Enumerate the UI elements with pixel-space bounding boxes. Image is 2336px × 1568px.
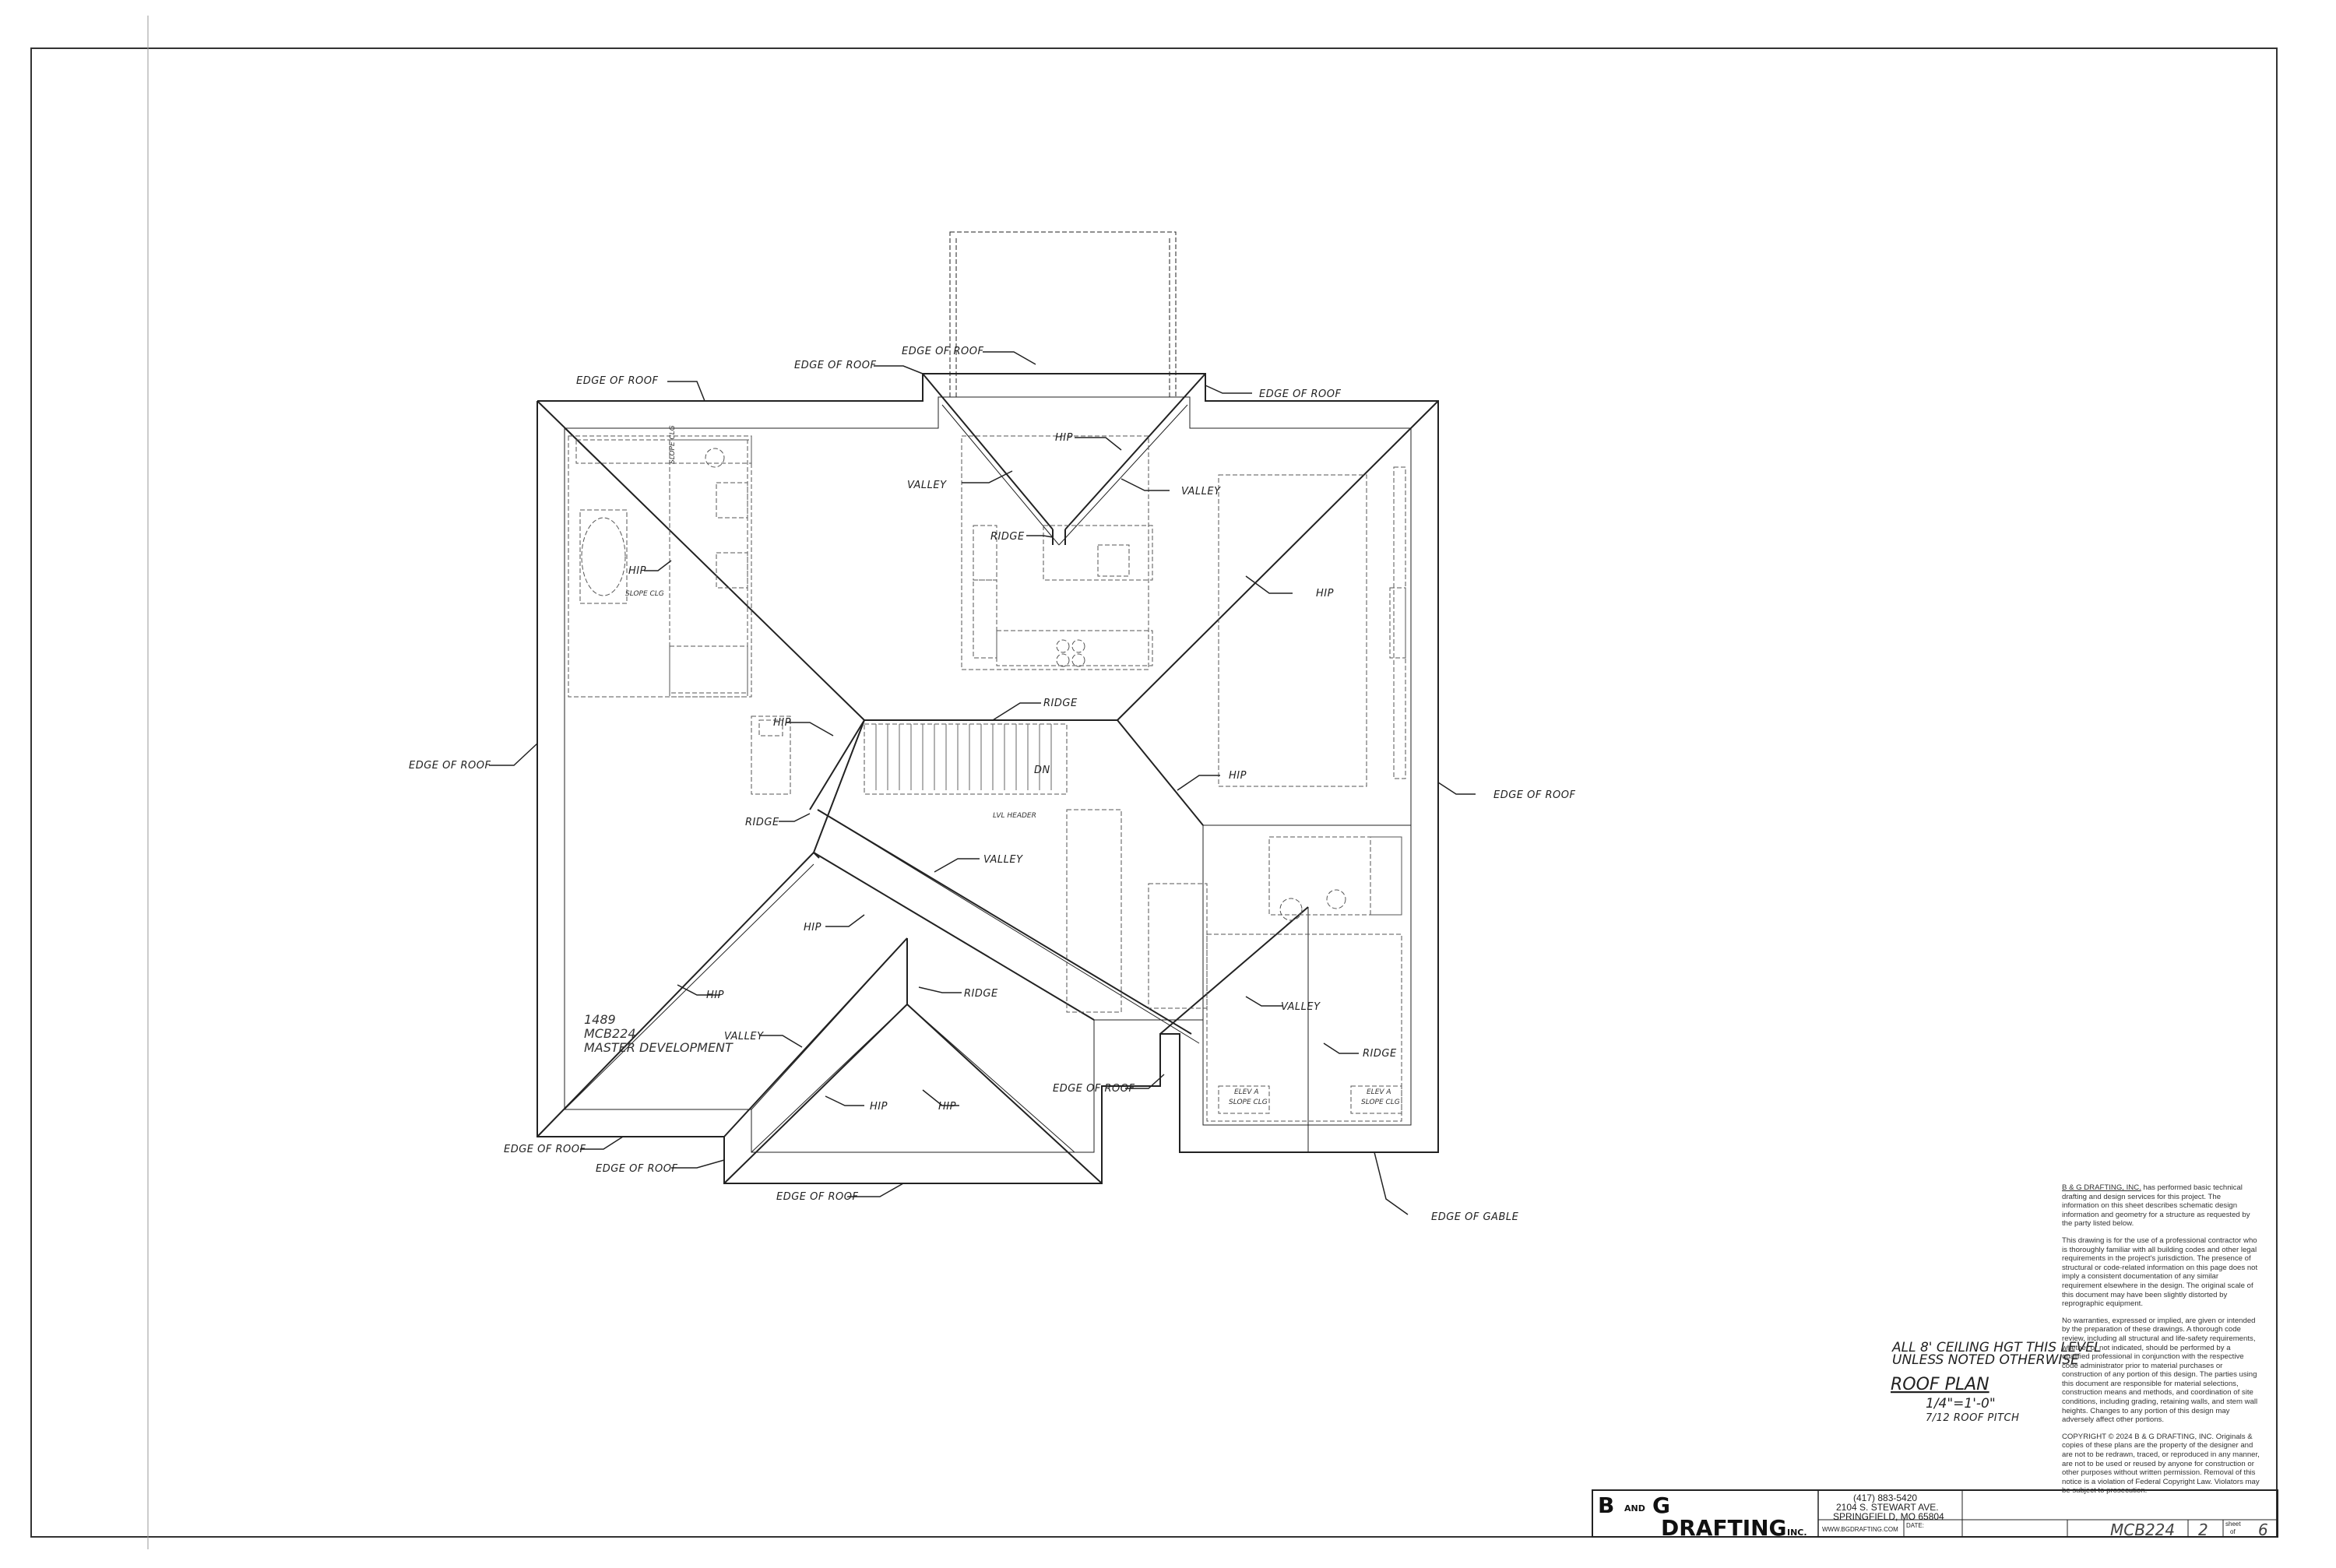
title-block: B AND G DRAFTING INC. (417) 883-5420 210… bbox=[1592, 1489, 2278, 1541]
label-lvl-header: LVL HEADER bbox=[993, 812, 1036, 820]
callout-leaders bbox=[489, 351, 1476, 1215]
sheet-word: sheet bbox=[2225, 1521, 2241, 1528]
label-slope-clg-2: SLOPE CLG bbox=[625, 590, 664, 598]
disclaimer-paragraph-2: This drawing is for the use of a profess… bbox=[2062, 1236, 2258, 1309]
label-edge-of-roof-2: EDGE OF ROOF bbox=[794, 360, 876, 371]
firm-website: WWW.BGDRAFTING.COM bbox=[1822, 1526, 1898, 1533]
roof-outline bbox=[537, 231, 1439, 1184]
plan-scale: 1/4"=1'-0" bbox=[1926, 1396, 1996, 1412]
label-edge-of-roof-4: EDGE OF ROOF bbox=[1259, 388, 1341, 400]
disclaimer-firm-name: B & G DRAFTING, INC. bbox=[2062, 1183, 2141, 1192]
label-edge-of-gable: EDGE OF GABLE bbox=[1431, 1211, 1519, 1223]
disclaimer-paragraph-3: No warranties, expressed or implied, are… bbox=[2062, 1316, 2258, 1425]
label-ridge-2: RIDGE bbox=[1043, 698, 1078, 709]
label-hip-6: HIP bbox=[804, 922, 821, 933]
label-hip-9: HIP bbox=[938, 1101, 956, 1113]
sheet-number: 2 bbox=[2198, 1521, 2208, 1539]
plan-notes: ALL 8' CEILING HGT THIS LEVEL UNLESS NOT… bbox=[1891, 1340, 2101, 1424]
label-edge-of-roof-5: EDGE OF ROOF bbox=[409, 760, 491, 772]
development-name: MASTER DEVELOPMENT bbox=[584, 1040, 734, 1055]
sheet-total: 6 bbox=[2258, 1521, 2268, 1539]
date-label: DATE: bbox=[1906, 1522, 1924, 1529]
label-hip-7: HIP bbox=[706, 990, 724, 1001]
plan-number: MCB224 bbox=[2110, 1521, 2175, 1539]
label-edge-of-roof-6: EDGE OF ROOF bbox=[1493, 789, 1575, 801]
label-valley-5: VALLEY bbox=[724, 1031, 764, 1042]
label-edge-of-roof-7: EDGE OF ROOF bbox=[1053, 1083, 1135, 1095]
disclaimer-paragraph-4: COPYRIGHT © 2024 B & G DRAFTING, INC. Or… bbox=[2062, 1432, 2260, 1496]
label-edge-of-roof-9: EDGE OF ROOF bbox=[596, 1163, 677, 1175]
logo-b: B bbox=[1598, 1492, 1614, 1518]
of-word: of bbox=[2230, 1528, 2236, 1535]
disclaimer-notes: B & G DRAFTING, INC. has performed basic… bbox=[2062, 1183, 2260, 1503]
label-hip-2: HIP bbox=[628, 565, 646, 577]
firm-address-2: SPRINGFIELD, MO 65804 bbox=[1833, 1511, 1944, 1522]
label-elev-a-1: ELEV A bbox=[1234, 1088, 1259, 1096]
label-edge-of-roof-3: EDGE OF ROOF bbox=[902, 346, 983, 357]
label-valley-2: VALLEY bbox=[1181, 486, 1221, 497]
label-valley-3: VALLEY bbox=[983, 854, 1023, 866]
disclaimer-paragraph-1-text: has performed basic technical drafting a… bbox=[2062, 1183, 2250, 1229]
firm-phone: (417) 883-5420 bbox=[1853, 1492, 1917, 1503]
label-dn: DN bbox=[1034, 765, 1050, 776]
label-hip-8: HIP bbox=[870, 1101, 888, 1113]
label-elev-a-slope-2: SLOPE CLG bbox=[1361, 1099, 1400, 1106]
label-edge-of-roof-10: EDGE OF ROOF bbox=[776, 1191, 858, 1203]
development-number: 1489 bbox=[584, 1012, 616, 1027]
sheet-border bbox=[30, 16, 2278, 1549]
logo-inc: INC. bbox=[1787, 1528, 1807, 1538]
label-edge-of-roof-8: EDGE OF ROOF bbox=[504, 1144, 586, 1155]
label-elev-a-slope-1: SLOPE CLG bbox=[1229, 1099, 1268, 1106]
logo-drafting: DRAFTING bbox=[1661, 1515, 1787, 1541]
callout-labels: EDGE OF ROOF EDGE OF ROOF EDGE OF ROOF E… bbox=[409, 346, 1575, 1223]
label-edge-of-roof-1: EDGE OF ROOF bbox=[576, 375, 658, 387]
development-note: 1489 MCB224 MASTER DEVELOPMENT bbox=[584, 1012, 734, 1055]
ceiling-note-2: UNLESS NOTED OTHERWISE bbox=[1892, 1352, 2079, 1368]
label-ridge-5: RIDGE bbox=[1363, 1048, 1397, 1060]
logo-g: G bbox=[1652, 1492, 1670, 1518]
ceiling-note-1: ALL 8' CEILING HGT THIS LEVEL bbox=[1891, 1340, 2101, 1355]
firm-address-1: 2104 S. STEWART AVE. bbox=[1836, 1502, 1939, 1513]
disclaimer-paragraph-1: B & G DRAFTING, INC. has performed basic… bbox=[2062, 1183, 2260, 1229]
roof-pitch: 7/12 ROOF PITCH bbox=[1926, 1412, 2019, 1424]
label-hip-5: HIP bbox=[1229, 770, 1247, 782]
plan-title: ROOF PLAN bbox=[1891, 1375, 1989, 1394]
label-ridge-4: RIDGE bbox=[964, 988, 998, 1000]
roof-framing-lines bbox=[537, 373, 1439, 1184]
label-hip-3: HIP bbox=[1316, 588, 1334, 599]
label-slope-clg-1: SLOPE CLG bbox=[669, 425, 677, 464]
label-hip-1: HIP bbox=[1055, 432, 1073, 444]
label-ridge-1: RIDGE bbox=[990, 531, 1025, 543]
development-plan-code: MCB224 bbox=[584, 1026, 636, 1041]
label-valley-4: VALLEY bbox=[1281, 1001, 1321, 1013]
floor-plan-underlay bbox=[568, 435, 1406, 1122]
label-hip-4: HIP bbox=[773, 717, 791, 729]
label-elev-a-2: ELEV A bbox=[1367, 1088, 1391, 1096]
label-valley-1: VALLEY bbox=[907, 480, 947, 491]
logo-and: AND bbox=[1624, 1503, 1645, 1514]
label-ridge-3: RIDGE bbox=[745, 817, 779, 828]
